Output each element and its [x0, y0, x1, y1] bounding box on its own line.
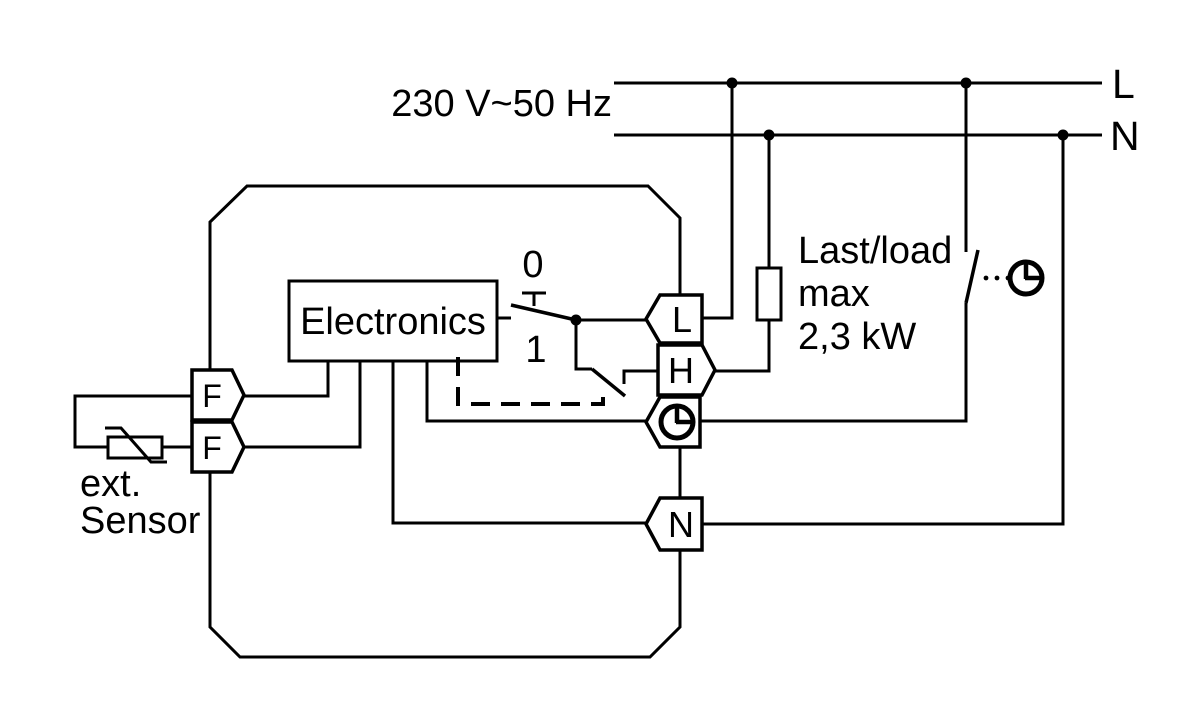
- sensor-label-line1: ext.: [80, 463, 141, 505]
- link-dot: [994, 275, 1000, 281]
- device-terminals: L H N F F: [190, 293, 717, 552]
- supply-voltage-label: 230 V~50 Hz: [391, 83, 612, 125]
- timer-clock-hands-icon: [1023, 263, 1041, 281]
- thermistor-body: [106, 435, 164, 460]
- mains-n-label: N: [1110, 113, 1140, 159]
- load-resistor-icon: [755, 266, 783, 322]
- wire-electronics-to-f1: [244, 361, 330, 398]
- electronics-label: Electronics: [300, 301, 486, 343]
- relay-contact-lever: [590, 367, 627, 398]
- sensor-label-line2: Sensor: [80, 500, 201, 542]
- terminal-h: [656, 343, 717, 397]
- external-timer-switch: [983, 259, 1045, 297]
- terminal-n: [644, 496, 704, 552]
- mains-l-label: L: [1112, 61, 1135, 107]
- wire-l-to-terminal: [702, 83, 734, 320]
- mode-switch-on-label: 1: [525, 329, 546, 371]
- load-label-line1: Last/load: [798, 230, 952, 272]
- thermistor-icon: [105, 426, 167, 464]
- internal-wiring: [244, 318, 658, 525]
- wire-timer-switch-to-clock-terminal: [700, 303, 968, 423]
- mode-switch-off-label: 0: [522, 244, 543, 286]
- mode-switch: 0 1: [497, 244, 582, 371]
- terminal-f1: [190, 368, 246, 422]
- terminal-f2: [190, 420, 246, 474]
- wire-electronics-to-f2: [244, 361, 362, 449]
- branch-wires: [700, 83, 1065, 526]
- load-label-line2: max: [798, 273, 870, 315]
- terminal-n-label: N: [668, 504, 694, 545]
- load-label-line3: 2,3 kW: [798, 316, 916, 358]
- terminal-l: [643, 293, 704, 345]
- terminal-f2-label: F: [202, 430, 222, 466]
- load-label: Last/load max 2,3 kW: [798, 230, 952, 358]
- wire-f1-to-sensor: [73, 394, 192, 449]
- timer-clock-icon: [1007, 259, 1045, 297]
- terminal-l-label: L: [672, 299, 692, 340]
- terminal-clock-icon: [658, 403, 696, 441]
- terminal-f1-label: F: [202, 378, 222, 414]
- mode-switch-off-contact: [522, 291, 546, 306]
- wire-load-to-h-terminal: [715, 320, 771, 373]
- wire-n-to-n-terminal: [702, 135, 1065, 526]
- wire-switch-to-relay: [574, 320, 592, 371]
- device-outline: [208, 184, 682, 659]
- terminal-h-label: H: [668, 350, 694, 391]
- electronics-module: Electronics: [287, 279, 499, 363]
- mains-supply: 230 V~50 Hz L N: [391, 61, 1139, 159]
- terminal-clock-hands-icon: [674, 407, 692, 425]
- timer-switch-lever: [964, 249, 980, 304]
- mode-switch-lever: [510, 303, 577, 322]
- wire-electronics-to-clock-terminal: [425, 361, 646, 423]
- external-sensor-circuit: ext. Sensor: [73, 394, 201, 542]
- relay-fixed-contact: [622, 369, 658, 384]
- link-dot: [983, 275, 989, 281]
- wire-electronics-to-n-terminal: [391, 361, 646, 525]
